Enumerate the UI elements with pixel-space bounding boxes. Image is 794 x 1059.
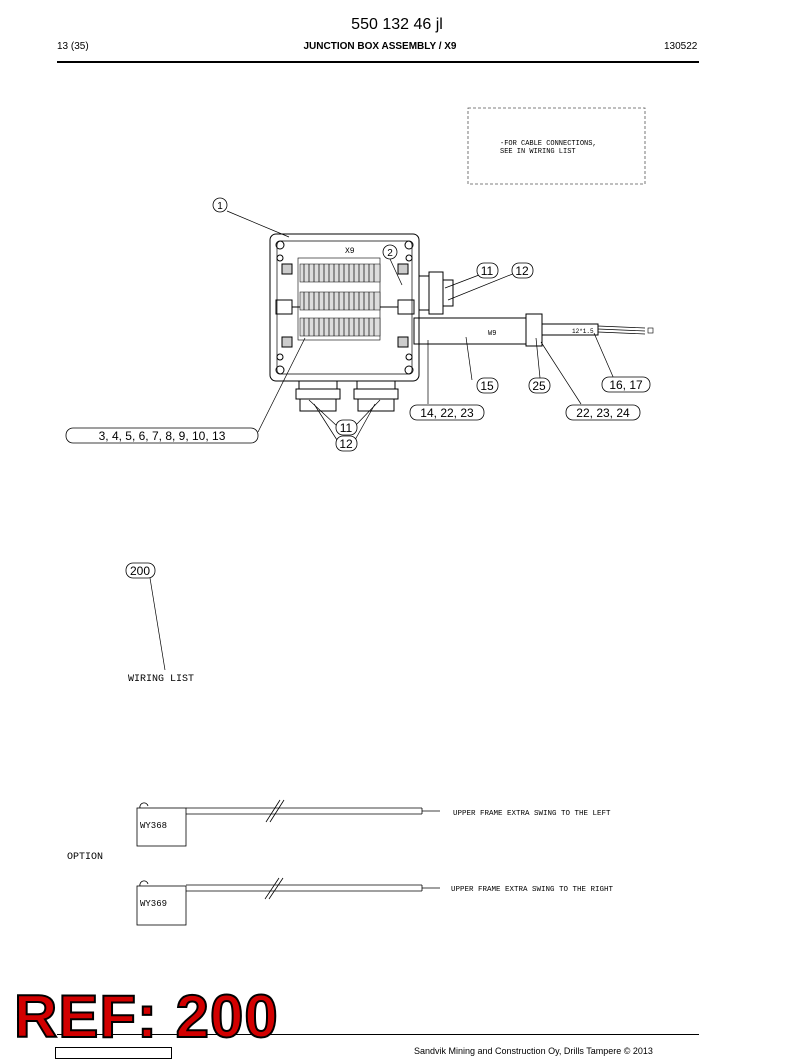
callout-11-bottom bbox=[335, 419, 358, 436]
page-number: 13 (35) bbox=[57, 41, 89, 52]
option-cable-wy369 bbox=[136, 877, 440, 926]
ref-stamp: REF: 200 bbox=[13, 982, 279, 1051]
option-1-desc: UPPER FRAME EXTRA SWING TO THE LEFT bbox=[453, 810, 611, 818]
junction-box bbox=[269, 233, 454, 412]
callout-1 bbox=[212, 197, 228, 213]
document-number: 550 132 46 jl bbox=[351, 16, 443, 33]
callout-1-text: 1 bbox=[217, 201, 223, 212]
cable-label: W9 bbox=[488, 330, 496, 338]
callout-12-bottom bbox=[335, 435, 358, 452]
box-label: X9 bbox=[345, 247, 355, 256]
footer-rule bbox=[57, 1034, 699, 1035]
copyright-text: Sandvik Mining and Construction Oy, Dril… bbox=[414, 1046, 653, 1056]
callout-25 bbox=[528, 377, 551, 394]
callout-200-text: 200 bbox=[130, 564, 150, 578]
callout-22-23-24 bbox=[565, 404, 641, 421]
option-cable-wy368 bbox=[136, 799, 440, 847]
option-2-code: WY369 bbox=[140, 899, 167, 909]
callout-15-text: 15 bbox=[480, 379, 494, 393]
callout-16-17 bbox=[601, 376, 651, 393]
callout-3-to-13-text: 3, 4, 5, 6, 7, 8, 9, 10, 13 bbox=[99, 429, 226, 443]
callout-16-17-text: 16, 17 bbox=[609, 378, 643, 392]
option-2-desc: UPPER FRAME EXTRA SWING TO THE RIGHT bbox=[451, 886, 614, 894]
callout-11-top bbox=[476, 262, 499, 279]
callout-2-text: 2 bbox=[387, 248, 393, 259]
callout-14-22-23-text: 14, 22, 23 bbox=[420, 406, 474, 420]
cable-note-box bbox=[467, 107, 646, 185]
callout-11-bottom-text: 11 bbox=[340, 421, 353, 435]
revision-date: 130522 bbox=[664, 41, 698, 52]
wiring-list-label: WIRING LIST bbox=[128, 674, 194, 685]
option-1-code: WY368 bbox=[140, 821, 167, 831]
callout-12-bottom-text: 12 bbox=[339, 437, 353, 451]
callout-3-to-13 bbox=[65, 427, 259, 444]
callout-11-top-text: 11 bbox=[481, 264, 494, 278]
callout-22-23-24-text: 22, 23, 24 bbox=[576, 406, 630, 420]
option-label: OPTION bbox=[67, 852, 103, 863]
callout-2 bbox=[382, 244, 398, 260]
cable-note-line1: -FOR CABLE CONNECTIONS, bbox=[500, 140, 597, 148]
callout-25-text: 25 bbox=[532, 379, 546, 393]
header-rule bbox=[57, 61, 699, 63]
callout-200 bbox=[125, 562, 156, 579]
cable-spec: 12*1.5 bbox=[572, 328, 594, 335]
cable-w9 bbox=[413, 313, 654, 347]
callout-15 bbox=[476, 377, 499, 394]
callout-12-top-text: 12 bbox=[515, 264, 529, 278]
leader-lines bbox=[149, 210, 615, 671]
callout-12-top bbox=[511, 262, 534, 279]
cable-note-line2: SEE IN WIRING LIST bbox=[500, 148, 576, 156]
callout-14-22-23 bbox=[409, 404, 485, 421]
page-title: JUNCTION BOX ASSEMBLY / X9 bbox=[303, 41, 457, 52]
